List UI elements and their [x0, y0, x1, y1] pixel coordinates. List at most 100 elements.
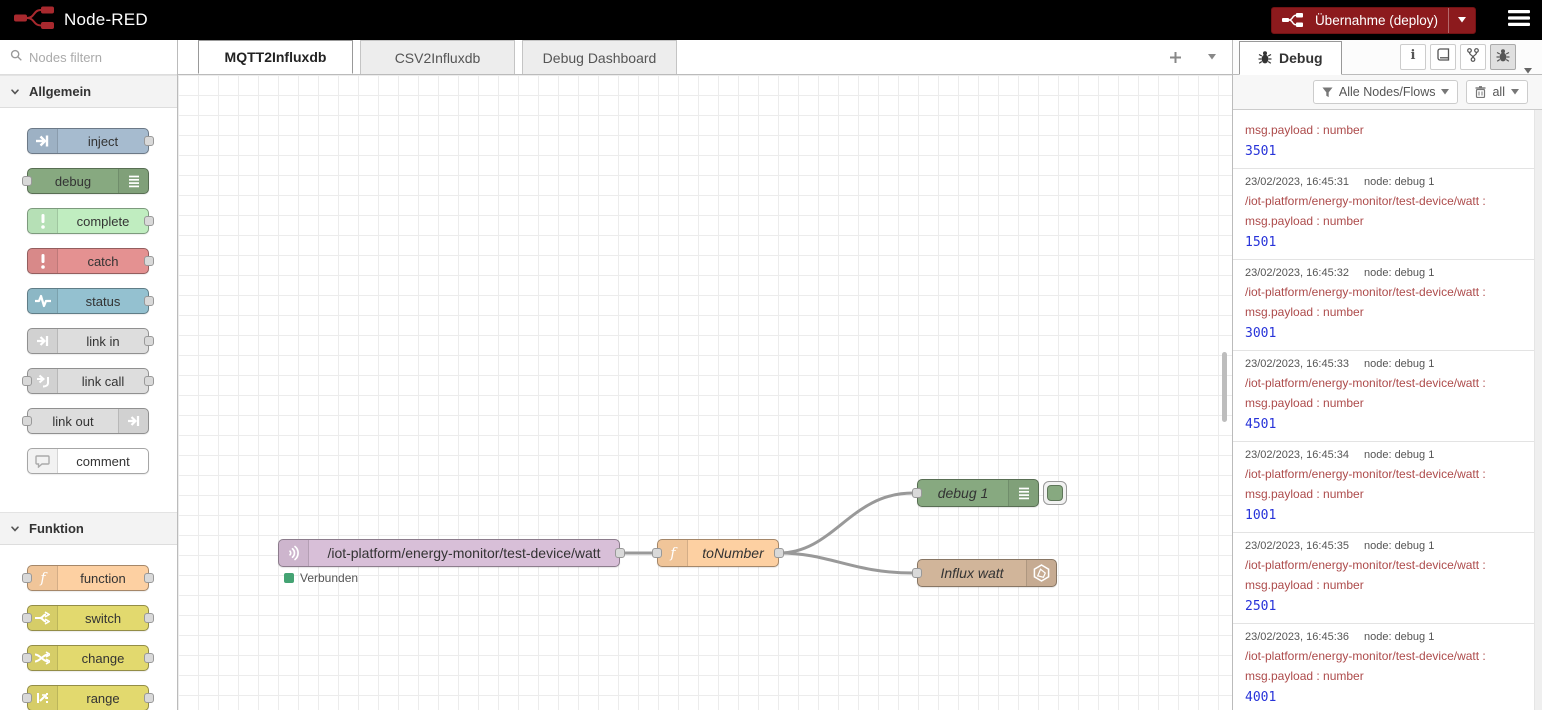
- output-port[interactable]: [144, 136, 154, 146]
- search-icon: [10, 48, 22, 66]
- sidebar-tabs-caret[interactable]: [1524, 68, 1532, 74]
- output-port[interactable]: [144, 216, 154, 226]
- debug-message-property: msg.payload : number: [1245, 305, 1364, 319]
- debug-clear-button[interactable]: all: [1466, 80, 1528, 104]
- sidebar-tool-branch-button[interactable]: [1460, 44, 1486, 70]
- debug-enable-toggle[interactable]: [1043, 481, 1067, 505]
- output-port[interactable]: [144, 336, 154, 346]
- wire[interactable]: [777, 491, 915, 555]
- flow-tab-csv2influxdb[interactable]: CSV2Influxdb: [360, 40, 515, 74]
- flow-node-mqtt-in[interactable]: /iot-platform/energy-monitor/test-device…: [278, 539, 625, 567]
- tab-debug[interactable]: Debug: [1239, 41, 1342, 75]
- input-port[interactable]: [652, 548, 662, 558]
- debug-message-timestamp: 23/02/2023, 16:45:36: [1245, 631, 1349, 643]
- link-arrow-icon: [118, 409, 148, 433]
- debug-message-timestamp: 23/02/2023, 16:45:33: [1245, 358, 1349, 370]
- wire[interactable]: [777, 551, 915, 575]
- input-port[interactable]: [22, 653, 32, 663]
- input-port[interactable]: [22, 416, 32, 426]
- palette-node-label: status: [85, 293, 121, 309]
- node-label: Influx watt: [940, 565, 1004, 581]
- main-area: Allgemein inject debug complete catch status l…: [0, 40, 1542, 710]
- palette-node-complete[interactable]: complete: [27, 208, 154, 234]
- deploy-options-caret[interactable]: [1448, 7, 1475, 33]
- debug-message-value: 1501: [1245, 235, 1277, 250]
- change-icon: [28, 646, 58, 670]
- input-port[interactable]: [22, 176, 32, 186]
- debug-message-property: msg.payload : number: [1245, 123, 1364, 137]
- palette-node-catch[interactable]: catch: [27, 248, 154, 274]
- node-status-text: Verbunden: [300, 571, 359, 585]
- sidebar-tab-label: Debug: [1279, 50, 1323, 66]
- output-port[interactable]: [144, 296, 154, 306]
- header-bar: Node-RED Übernahme (deploy): [0, 0, 1542, 40]
- palette-category-funktion[interactable]: Funktion: [0, 512, 177, 545]
- palette-node-comment[interactable]: comment: [27, 448, 149, 474]
- svg-text:i: i: [1411, 48, 1416, 61]
- flow-node-function[interactable]: f toNumber: [652, 539, 784, 567]
- sidebar-tool-bug-button[interactable]: [1490, 44, 1516, 70]
- deploy-button-label: Übernahme (deploy): [1314, 12, 1438, 28]
- input-port[interactable]: [22, 573, 32, 583]
- palette-node-status[interactable]: status: [27, 288, 154, 314]
- input-port[interactable]: [22, 613, 32, 623]
- palette-search[interactable]: [0, 40, 177, 75]
- output-port[interactable]: [144, 653, 154, 663]
- palette-search-input[interactable]: [29, 49, 159, 65]
- flow-tab-debug-dashboard[interactable]: Debug Dashboard: [522, 40, 677, 74]
- inject-arrow-icon: [28, 129, 58, 153]
- debug-filter-button[interactable]: Alle Nodes/Flows: [1312, 80, 1459, 104]
- debug-message-value: 1001: [1245, 508, 1277, 523]
- deploy-button[interactable]: Übernahme (deploy): [1270, 6, 1476, 34]
- palette-node-switch[interactable]: switch: [22, 605, 154, 631]
- main-menu-button[interactable]: [1508, 9, 1530, 31]
- input-port[interactable]: [22, 376, 32, 386]
- svg-text:f: f: [39, 571, 48, 587]
- flow-canvas[interactable]: /iot-platform/energy-monitor/test-device…: [178, 75, 1232, 710]
- palette-node-debug[interactable]: debug: [22, 168, 149, 194]
- add-flow-button[interactable]: [1169, 51, 1182, 64]
- palette-node-change[interactable]: change: [22, 645, 154, 671]
- output-port[interactable]: [144, 573, 154, 583]
- sidebar-tool-book-button[interactable]: [1430, 44, 1456, 70]
- flow-node-influxdb-out[interactable]: Influx watt: [912, 559, 1057, 587]
- flow-list-caret[interactable]: [1208, 54, 1216, 60]
- palette-node-link-call[interactable]: link call: [22, 368, 154, 394]
- output-port[interactable]: [774, 548, 784, 558]
- palette-node-link-out[interactable]: link out: [22, 408, 149, 434]
- output-port[interactable]: [144, 376, 154, 386]
- palette-node-label: inject: [87, 133, 119, 149]
- palette-categories: Allgemein inject debug complete catch status l…: [0, 75, 177, 710]
- input-port[interactable]: [912, 488, 922, 498]
- palette-category-allgemein[interactable]: Allgemein: [0, 75, 177, 108]
- palette-node-label: range: [86, 690, 120, 706]
- app-title: Node-RED: [64, 10, 148, 29]
- palette-node-range[interactable]: range: [22, 685, 154, 710]
- flow-tab-mqtt2influxdb[interactable]: MQTT2Influxdb: [198, 40, 353, 74]
- output-port[interactable]: [144, 256, 154, 266]
- palette-node-link-in[interactable]: link in: [27, 328, 154, 354]
- debug-message-value: 4001: [1245, 690, 1277, 705]
- input-port[interactable]: [22, 693, 32, 703]
- input-port[interactable]: [912, 568, 922, 578]
- output-port[interactable]: [615, 548, 625, 558]
- canvas-scrollbar-thumb[interactable]: [1222, 352, 1227, 422]
- debug-scrollbar[interactable]: [1534, 110, 1542, 710]
- flow-node-debug[interactable]: debug 1: [912, 479, 1067, 507]
- sidebar-tool-info-button[interactable]: i: [1400, 44, 1426, 70]
- palette-node-inject[interactable]: inject: [27, 128, 154, 154]
- output-port[interactable]: [144, 693, 154, 703]
- output-port[interactable]: [144, 613, 154, 623]
